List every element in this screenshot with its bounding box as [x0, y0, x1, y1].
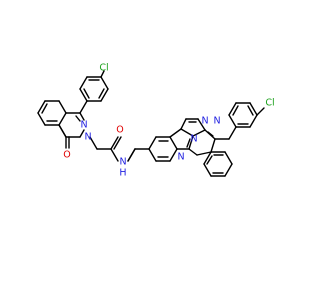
bond — [224, 163, 233, 177]
bond — [186, 138, 191, 148]
bond — [228, 114, 237, 128]
nitrogen-atom-label: N — [80, 120, 87, 131]
bond — [256, 107, 265, 116]
bond — [180, 128, 194, 137]
bond — [100, 88, 109, 102]
bond — [232, 105, 239, 116]
nitrogen-atom-label: N — [201, 116, 208, 127]
bond — [196, 151, 212, 156]
bond — [247, 105, 254, 116]
bond — [79, 76, 88, 90]
bond — [188, 148, 198, 156]
bond — [127, 148, 136, 162]
bond — [203, 163, 212, 177]
bond — [100, 76, 109, 90]
bond — [169, 128, 182, 138]
bond — [188, 135, 194, 150]
nitrogen-atom-label: N — [213, 116, 220, 127]
bond — [37, 112, 46, 126]
bond — [58, 124, 67, 138]
bond — [37, 100, 46, 114]
bond — [180, 118, 187, 130]
bond — [207, 131, 214, 137]
oxygen-atom-label: O — [63, 150, 70, 161]
bond — [169, 148, 178, 162]
bond — [75, 115, 81, 122]
oxygen-atom-label: O — [116, 125, 123, 136]
bond — [192, 129, 206, 137]
molecule-structure-drawing: Cl Cl O O N N N H N N N N — [37, 63, 275, 179]
nitrogen-atom-label: N — [84, 132, 91, 143]
bond — [210, 138, 216, 153]
bond — [148, 148, 157, 162]
bond — [58, 112, 67, 126]
bond — [79, 112, 85, 121]
bond — [58, 100, 67, 114]
nitrogen-atom-label: N — [190, 134, 197, 145]
chlorine-atom-label: Cl — [99, 63, 108, 74]
bonds-layer — [37, 70, 265, 177]
bond — [113, 136, 122, 150]
bond — [249, 102, 258, 116]
bond — [204, 129, 216, 140]
atom-labels-layer: Cl Cl O O N N N H N N N N — [63, 63, 274, 179]
bond — [41, 103, 48, 114]
bond — [110, 148, 119, 162]
bond — [79, 88, 88, 102]
bond — [249, 114, 258, 128]
bond — [89, 136, 98, 150]
nitrogen-atom-label: N — [119, 157, 126, 168]
hydrogen-atom-label: H — [119, 168, 126, 179]
chlorine-atom-label: Cl — [265, 98, 274, 109]
bond — [197, 118, 206, 131]
nitrogen-atom-label: N — [177, 152, 184, 163]
bond — [110, 136, 119, 150]
bond — [83, 88, 90, 99]
bond — [206, 155, 213, 165]
bond — [98, 88, 105, 99]
bond — [203, 151, 212, 165]
bond — [169, 136, 178, 150]
bond — [224, 151, 233, 165]
bond — [79, 100, 88, 114]
bond — [228, 102, 237, 116]
bond — [100, 70, 105, 78]
bond — [148, 136, 157, 150]
bond — [79, 129, 85, 138]
bond — [228, 126, 237, 140]
